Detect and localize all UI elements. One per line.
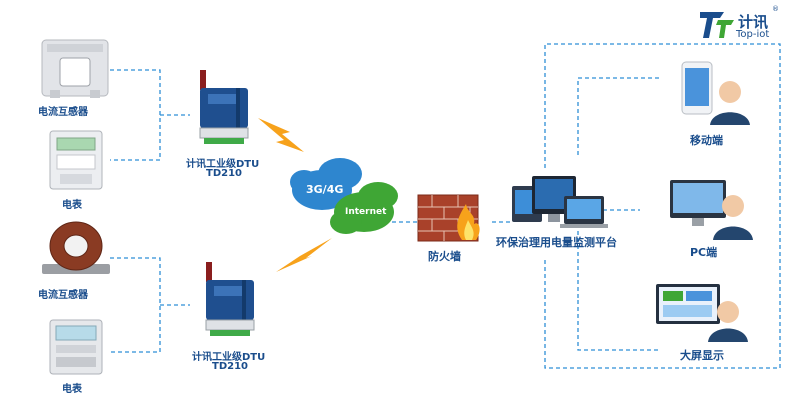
label-platform: 环保治理用电量监测平台 [496, 236, 617, 249]
cloud-3g4g-icon [290, 158, 362, 210]
bigscreen-client-icon [656, 284, 748, 342]
label-dtu-top-model: TD210 [206, 168, 242, 179]
dtu-router-bottom-icon [205, 262, 255, 336]
wireless-signal-bottom-icon [276, 238, 332, 272]
label-cloud-3g4g: 3G/4G [306, 183, 344, 196]
label-dtu-bottom-name: 计讯工业级DTU [192, 352, 266, 363]
label-client-bigscreen: 大屏显示 [680, 349, 724, 362]
label-client-pc: PC端 [690, 246, 718, 259]
label-firewall: 防火墙 [428, 250, 461, 263]
label-dtu-top-name: 计讯工业级DTU [186, 159, 260, 170]
label-client-mobile: 移动端 [690, 134, 723, 147]
label-dtu-bottom-model: TD210 [212, 361, 248, 372]
label-meter-2: 电表 [62, 384, 82, 395]
dtu-router-top-icon [199, 70, 249, 144]
wireless-signal-top-icon [258, 118, 304, 152]
current-transformer-1-icon [41, 39, 109, 98]
top-iot-logo-icon [700, 12, 734, 38]
label-current-transformer-1: 电流互感器 [38, 107, 88, 118]
mobile-client-icon [681, 61, 750, 125]
logo-text-en: Top-iot [736, 29, 770, 40]
electric-meter-1-icon [49, 130, 103, 190]
label-meter-1: 电表 [62, 200, 82, 211]
logo-text-cn: 计讯 [738, 13, 769, 31]
label-current-transformer-2: 电流互感器 [38, 290, 88, 301]
monitoring-platform-icon [512, 176, 608, 228]
logo-registered-mark: ® [772, 5, 779, 13]
pc-client-icon [670, 180, 753, 240]
connection-lines [110, 43, 781, 369]
cloud-internet-icon [330, 182, 398, 234]
label-cloud-internet: Internet [345, 207, 387, 217]
electric-meter-2-icon [49, 319, 103, 375]
current-transformer-2-icon [42, 221, 110, 274]
firewall-icon [417, 194, 480, 242]
